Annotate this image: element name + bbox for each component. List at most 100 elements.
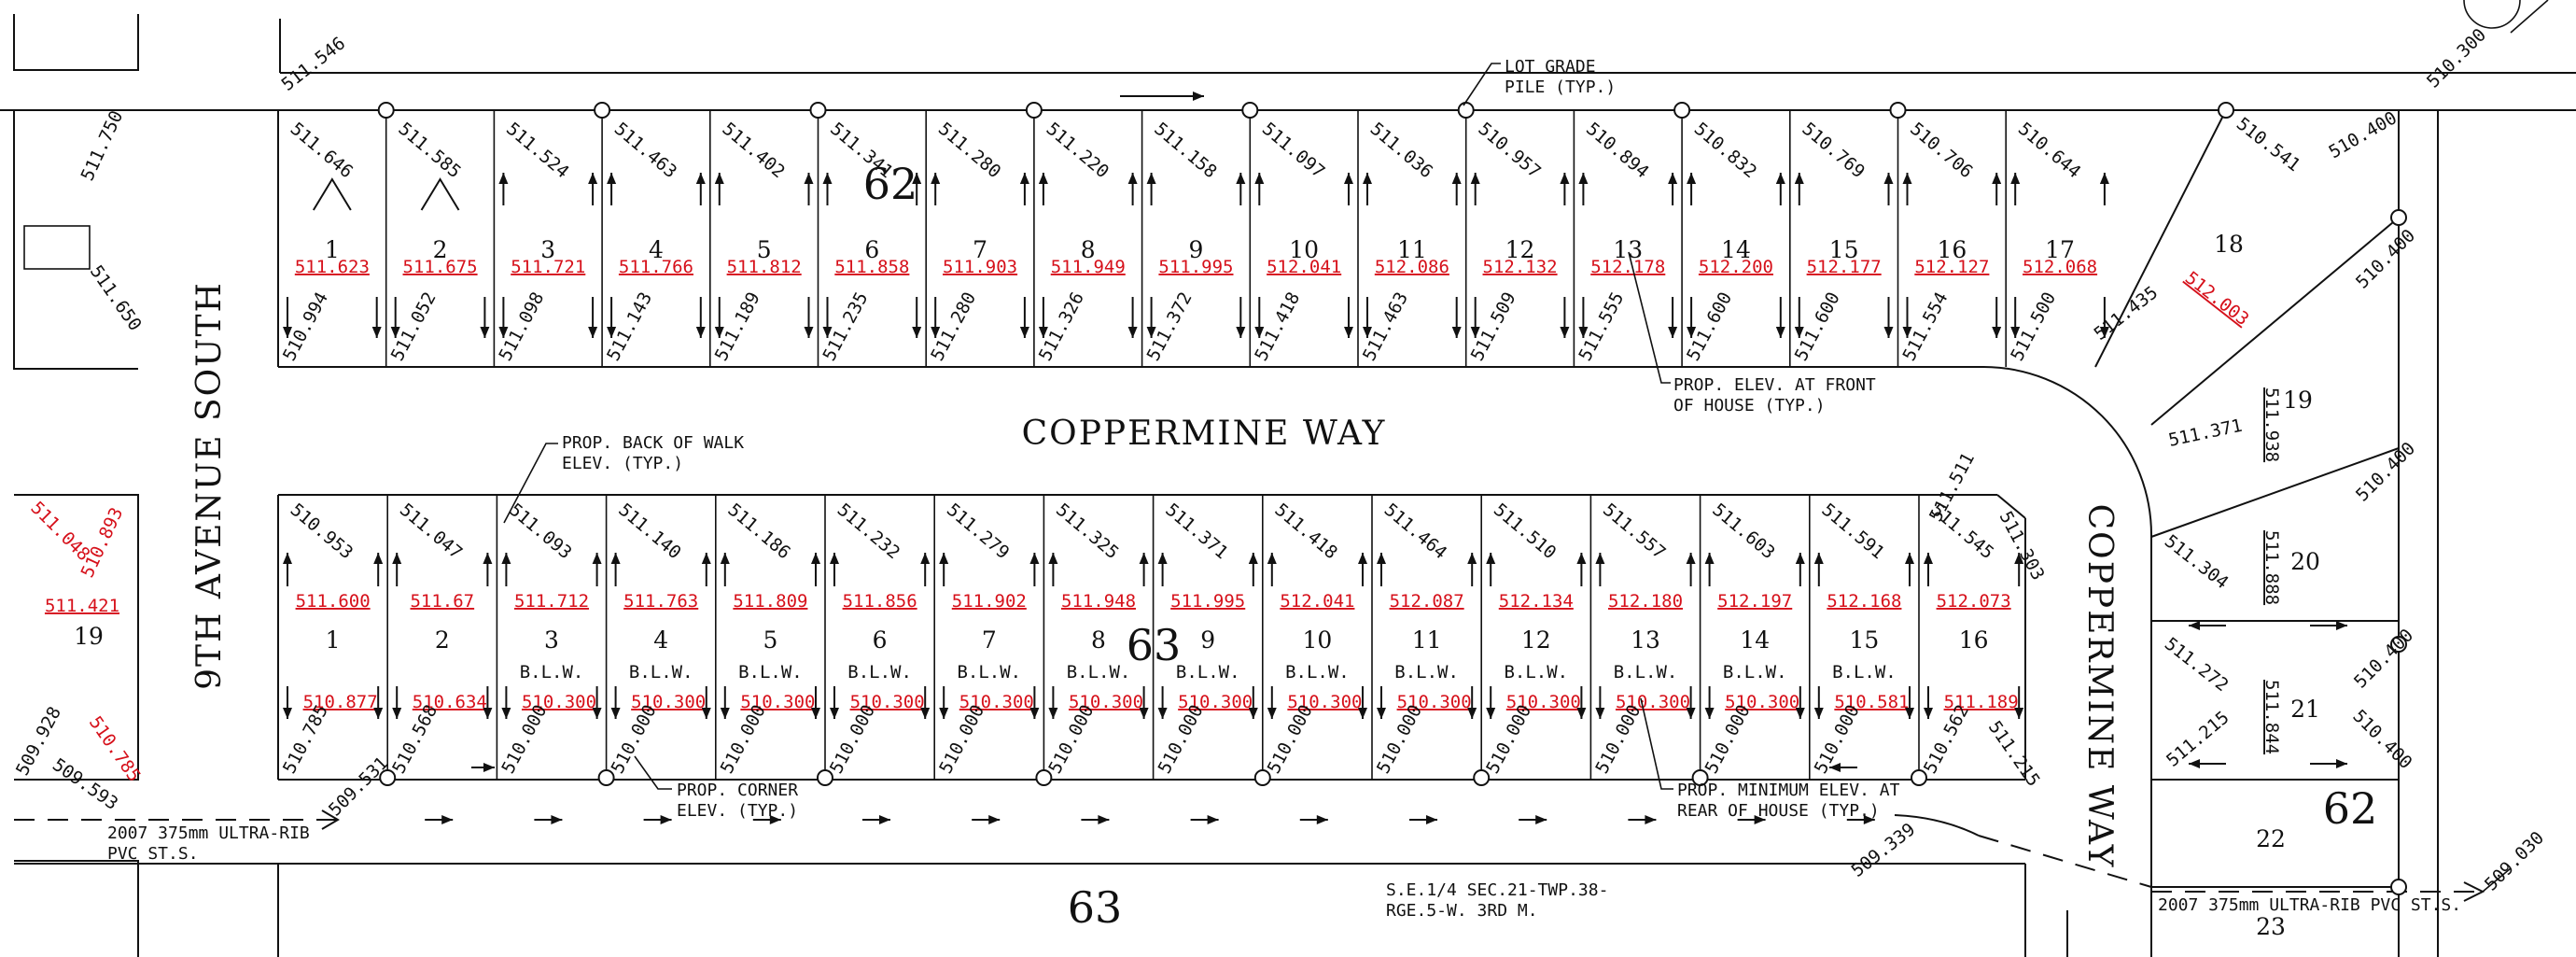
walk-elev-south-6: 511.232: [833, 500, 903, 563]
lot-number-21: 21: [2290, 696, 2320, 723]
drain-rear-l-10-head: [1254, 327, 1265, 338]
drain-south-front-r-3-head: [592, 553, 602, 564]
note-pipe-east: 2007 375mm ULTRA-RIB PVC ST.S.: [2158, 895, 2461, 915]
house-elev-16: 512.127: [1914, 257, 1989, 277]
note-line: ELEV. (TYP.): [562, 454, 683, 473]
drain-rear-r-3-head: [588, 327, 598, 338]
drain-south-rear-l-8-head: [1048, 708, 1058, 719]
drain-rear-r-17-head: [2099, 327, 2109, 338]
drain-south-rear-r-6-head: [920, 708, 931, 719]
drain-south-rear-r-13-head: [1686, 708, 1696, 719]
elev-21-e2: 510.400: [2348, 706, 2415, 773]
house-elev-17: 512.068: [2023, 257, 2097, 277]
elev-west-mid: 511.650: [86, 261, 146, 334]
house-elev-9: 511.995: [1158, 257, 1233, 277]
drain-south-front-r-14-head: [1795, 553, 1805, 564]
grade-pile-south-5: [817, 769, 833, 786]
rear-elev-south-3: 510.300: [522, 692, 596, 712]
front-elev-south-12: 512.134: [1499, 591, 1574, 612]
drain-south-1-rear-head: [483, 763, 495, 772]
front-elev-17: 510.644: [2014, 119, 2084, 182]
drain-front-r-7-head: [1019, 173, 1029, 184]
walk-elev-south-14: 511.603: [1708, 500, 1778, 563]
drain-south-rear-r-16-head: [2014, 708, 2024, 719]
drain-south-rear-l-7-head: [939, 708, 949, 719]
walk-elev-south-15: 511.591: [1818, 500, 1888, 563]
drain-south-rear-r-4-head: [701, 708, 711, 719]
front-elev-south-11: 512.087: [1390, 591, 1464, 612]
drain-rear-r-10-head: [1344, 327, 1353, 338]
lot-number-3: 3: [540, 236, 555, 263]
drain-rear-l-3-head: [498, 327, 509, 338]
sewer-flow-14-head: [1863, 815, 1875, 824]
house-elev-21: 511.844: [2261, 680, 2282, 754]
drain-rear-l-15-head: [1794, 327, 1804, 338]
drain-south-front-r-12-head: [1576, 553, 1587, 564]
blw-south-6: B.L.W.: [847, 662, 912, 683]
drain-east-20-e-head: [2336, 621, 2347, 630]
drain-front-r-8-head: [1127, 173, 1138, 184]
drain-front-l-14-head: [1687, 173, 1697, 184]
lot-number-12: 12: [1505, 236, 1535, 263]
note-line: ELEV. (TYP.): [677, 801, 798, 821]
sewer-flow-9-head: [1316, 815, 1328, 824]
lot-number-south-12: 12: [1521, 626, 1551, 654]
lot-number-5: 5: [757, 236, 772, 263]
drain-rear-l-11-head: [1363, 327, 1372, 338]
sewer-flow-13-head: [1754, 815, 1766, 824]
elev-west-19-r3: 510.785: [85, 712, 145, 785]
drain-south-front-l-15-head: [1813, 553, 1824, 564]
drain-south-front-r-6-head: [920, 553, 931, 564]
drain-front-l-12-head: [1470, 173, 1480, 184]
note-line: S.E.1/4 SEC.21-TWP.38-: [1386, 880, 1608, 900]
drain-rear-l-4-head: [607, 327, 617, 338]
house-elev-12: 512.132: [1483, 257, 1558, 277]
drain-south-front-r-8-head: [1139, 553, 1149, 564]
drain-south-rear-l-15-head: [1813, 708, 1824, 719]
elev-nw: 511.546: [278, 33, 350, 95]
street-coppermine-way: COPPERMINE WAY: [1022, 415, 1387, 453]
walk-elev-south-5: 511.186: [724, 500, 794, 563]
lot-number-south-15: 15: [1849, 626, 1879, 654]
rear-elev-south-7: 510.300: [959, 692, 1034, 712]
drain-front-l-5-head: [714, 173, 724, 184]
front-elev-12: 510.957: [1474, 119, 1544, 182]
blw-south-12: B.L.W.: [1504, 662, 1568, 683]
front-elev-7: 511.280: [934, 119, 1004, 182]
drain-south-front-l-12-head: [1486, 553, 1496, 564]
drain-front-r-11-head: [1451, 173, 1462, 184]
walk-elev-south-4: 511.140: [614, 500, 684, 563]
drain-south-rear-r-1-head: [373, 708, 384, 719]
house-elev-13: 512.178: [1590, 257, 1665, 277]
elev-18-e2: 510.400: [2326, 107, 2401, 162]
lot-number-south-11: 11: [1412, 626, 1442, 654]
rear-elev-south-16: 511.189: [1944, 692, 2019, 712]
front-elev-10: 511.097: [1258, 119, 1328, 182]
drain-south-front-l-11-head: [1377, 553, 1386, 564]
house-elev-14: 512.200: [1699, 257, 1773, 277]
drain-rear-r-12-head: [1560, 327, 1570, 338]
drain-east-21-e-head: [2336, 759, 2347, 768]
drain-south-rear-r-7-head: [1029, 708, 1040, 719]
drain-south-15-rear-head: [1829, 763, 1841, 772]
drain-rear-l-2-head: [390, 327, 400, 338]
grade-pile-south-9: [1253, 769, 1271, 786]
drain-rear-l-6-head: [822, 327, 833, 338]
note-line: PILE (TYP.): [1505, 77, 1616, 97]
front-elev-south-10: 512.041: [1280, 591, 1354, 612]
drain-rear-r-14-head: [1775, 327, 1785, 338]
note-line: LOT GRADE: [1505, 57, 1596, 77]
note-line: PROP. MINIMUM ELEV. AT: [1677, 781, 1900, 800]
grade-pile-north-7: [1025, 102, 1043, 119]
rear-elev-south-2: 510.634: [413, 692, 487, 712]
rear-elev-south-9: 510.300: [1178, 692, 1253, 712]
lot-number-20: 20: [2290, 548, 2320, 575]
lot-number-south-16: 16: [1959, 626, 1989, 654]
house-elev-8: 511.949: [1051, 257, 1126, 277]
